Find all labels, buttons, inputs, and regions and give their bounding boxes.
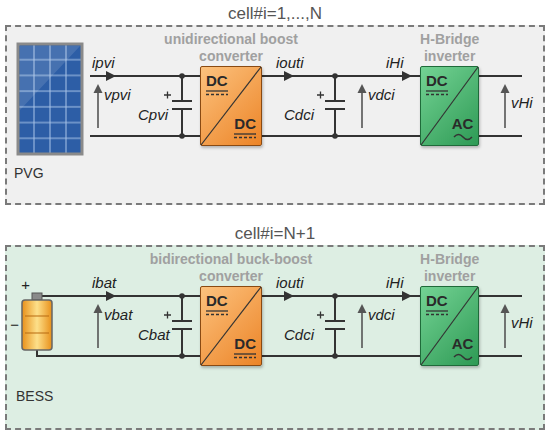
wire-connector [262, 295, 420, 297]
port-label: AC [452, 115, 474, 132]
signal-label: Cdci [284, 106, 314, 124]
battery-body [22, 300, 52, 350]
battery-terminal [32, 293, 42, 300]
dc-symbol [426, 310, 448, 311]
signal-label: vHi [511, 314, 533, 332]
signal-label: ibat [92, 274, 116, 292]
cell-panel: cell#i=N+1BESSbidirectional buck-boost c… [5, 245, 545, 430]
dc-symbol [206, 94, 228, 95]
return-wires [90, 76, 522, 136]
signal-label: Cbat [138, 326, 170, 344]
source-label: PVG [14, 165, 44, 182]
dc-symbol [426, 90, 448, 91]
signal-label: + [21, 276, 30, 294]
ac-symbol [454, 135, 472, 140]
panel-title: cell#i=N+1 [7, 224, 543, 244]
circuit-part [179, 133, 185, 139]
dc-symbol [206, 310, 228, 311]
dc-symbol [234, 357, 256, 358]
dc-symbol [426, 314, 448, 315]
panel-gloss [20, 46, 80, 110]
cell-wiring [90, 291, 522, 359]
junction-dots [179, 73, 338, 139]
port-label: DC [426, 292, 448, 309]
signal-label: vdci [368, 306, 395, 324]
panel-title: cell#i=1,...,N [7, 4, 543, 24]
h-bridge-box: H-Bridge inverterDCAC [420, 286, 479, 366]
circuit-part [358, 84, 367, 93]
h-bridge-box: H-Bridge inverterDCAC [420, 66, 479, 146]
port-label: DC [234, 115, 256, 132]
signal-label: vHi [511, 94, 533, 112]
port-label: AC [452, 335, 474, 352]
divider-line [421, 67, 478, 145]
dc-symbol [206, 90, 228, 91]
signal-label: iouti [276, 274, 304, 292]
port-label: DC [426, 72, 448, 89]
port-label: DC [234, 335, 256, 352]
polarity-mark [164, 92, 324, 99]
battery-bands [25, 316, 49, 333]
solar-cells [18, 44, 82, 154]
block-heading: H-Bridge inverter [405, 31, 495, 65]
circuit-part [501, 84, 510, 93]
port-label: DC [206, 72, 228, 89]
divider-line [201, 287, 261, 365]
battery-symbol [22, 293, 90, 356]
dc-symbol [426, 94, 448, 95]
circuit-part [332, 133, 338, 139]
capacitor-symbol [172, 76, 192, 136]
voltage-arrows [94, 84, 510, 128]
dc-symbol [234, 137, 256, 138]
ac-symbol [454, 355, 472, 360]
block-heading: H-Bridge inverter [405, 251, 495, 285]
signal-label: Cdci [284, 326, 314, 344]
source-label: BESS [16, 388, 53, 405]
signal-label: vpvi [104, 86, 131, 104]
divider-line [201, 67, 261, 145]
boost-converter-box: unidirectional boost converterDCDC [200, 66, 262, 146]
signal-label: − [10, 316, 19, 334]
cell-wiring [90, 71, 522, 139]
wire-connector [262, 75, 420, 77]
signal-label: iHi [386, 274, 404, 292]
signal-label: iouti [276, 54, 304, 72]
divider-line [421, 287, 478, 365]
circuit-part [98, 92, 505, 128]
signal-label: iHi [386, 54, 404, 72]
dc-symbol [206, 314, 228, 315]
signal-label: vdci [368, 86, 395, 104]
wire-connector [62, 295, 200, 297]
buck-boost-converter-box: bidirectional buck-boost converterDCDC [200, 286, 262, 366]
capacitor-symbol [325, 76, 345, 136]
battery-storage: BESS [12, 280, 62, 408]
port-label: DC [206, 292, 228, 309]
cell-panel: cell#i=1,...,NPVGunidirectional boost co… [5, 25, 545, 205]
circuit-part [94, 84, 103, 93]
wire-connector [90, 75, 200, 77]
pv-generator: PVG [10, 37, 90, 185]
signal-label: Cpvi [138, 106, 168, 124]
solar-panel [18, 44, 82, 154]
dc-symbol [234, 353, 256, 354]
signal-label: vbat [104, 306, 132, 324]
dc-symbol [234, 133, 256, 134]
signal-label: ipvi [92, 54, 115, 72]
